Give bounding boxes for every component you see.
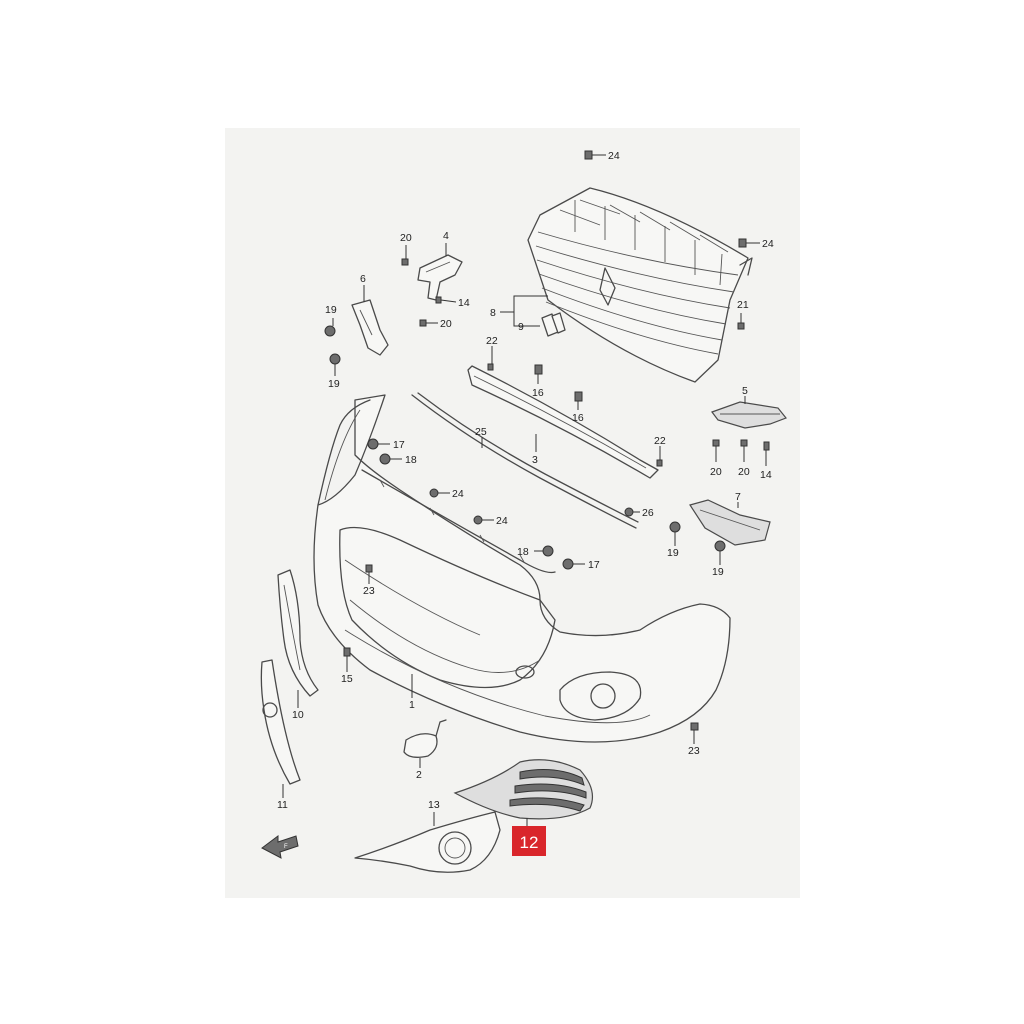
clip-18b bbox=[542, 545, 554, 557]
label-20a: 20 bbox=[400, 232, 412, 244]
bracket-5 bbox=[711, 401, 787, 429]
clip-14a bbox=[435, 296, 442, 304]
clip-16a bbox=[534, 364, 543, 375]
bolt-19a bbox=[324, 325, 336, 337]
label-2: 2 bbox=[416, 769, 422, 781]
label-23a: 23 bbox=[363, 585, 375, 597]
front-direction-arrow: F bbox=[261, 835, 299, 859]
label-22a: 22 bbox=[486, 335, 498, 347]
label-3: 3 bbox=[532, 454, 538, 466]
label-14b: 14 bbox=[760, 469, 772, 481]
clip-24a bbox=[584, 150, 593, 160]
clip-17b bbox=[562, 558, 574, 570]
clip-14b bbox=[763, 441, 770, 451]
label-8: 8 bbox=[490, 307, 496, 319]
highlight-label-12: 12 bbox=[512, 826, 546, 856]
strip-25 bbox=[411, 392, 639, 529]
tow-cover-2 bbox=[403, 719, 447, 758]
label-4: 4 bbox=[443, 230, 449, 242]
label-19c: 19 bbox=[667, 547, 679, 559]
bracket-4 bbox=[417, 254, 463, 301]
clip-20b bbox=[419, 319, 427, 327]
label-20b: 20 bbox=[440, 318, 452, 330]
clip-17a bbox=[367, 438, 379, 450]
label-6: 6 bbox=[360, 273, 366, 285]
label-5: 5 bbox=[742, 385, 748, 397]
label-11: 11 bbox=[277, 799, 288, 811]
clip-20d bbox=[740, 439, 748, 447]
label-19b: 19 bbox=[328, 378, 340, 390]
label-19d: 19 bbox=[712, 566, 724, 578]
label-18a: 18 bbox=[405, 454, 417, 466]
label-26: 26 bbox=[642, 507, 654, 519]
label-24b: 24 bbox=[762, 238, 774, 250]
highlight-text: 12 bbox=[520, 833, 539, 852]
label-19a: 19 bbox=[325, 304, 337, 316]
label-7: 7 bbox=[735, 491, 741, 503]
clip-23b bbox=[690, 722, 699, 731]
clip-15 bbox=[343, 647, 351, 657]
arrow-text: F bbox=[284, 844, 288, 850]
emblem-9 bbox=[541, 312, 566, 337]
label-20c: 20 bbox=[710, 466, 722, 478]
label-24a: 24 bbox=[608, 150, 620, 162]
clip-18a bbox=[379, 453, 391, 465]
bolt-24d bbox=[473, 515, 483, 525]
clip-16b bbox=[574, 391, 583, 402]
label-1: 1 bbox=[409, 699, 415, 711]
garnish-10 bbox=[277, 569, 319, 697]
part-labels: 24 24 21 20 4 20 14 6 19 19 8 9 22 16 16… bbox=[277, 150, 774, 811]
clip-20c bbox=[712, 439, 720, 447]
label-25: 25 bbox=[475, 426, 487, 438]
label-14a: 14 bbox=[458, 297, 470, 309]
lower-grille-12 bbox=[453, 759, 593, 820]
fasteners bbox=[324, 150, 770, 731]
leader-lines bbox=[282, 154, 767, 826]
label-17a: 17 bbox=[393, 439, 405, 451]
label-24c: 24 bbox=[452, 488, 464, 500]
label-18b: 18 bbox=[517, 546, 529, 558]
label-13: 13 bbox=[428, 799, 440, 811]
clip-24b bbox=[738, 238, 747, 248]
label-20d: 20 bbox=[738, 466, 750, 478]
label-17b: 17 bbox=[588, 559, 600, 571]
clip-23a bbox=[365, 564, 373, 573]
label-23b: 23 bbox=[688, 745, 700, 757]
label-24d: 24 bbox=[496, 515, 508, 527]
reinforcement-3 bbox=[467, 365, 659, 479]
clip-22b bbox=[656, 459, 663, 467]
bolt-24c bbox=[429, 488, 439, 498]
bolt-19d bbox=[714, 540, 726, 552]
upper-grille bbox=[527, 187, 753, 383]
label-16a: 16 bbox=[532, 387, 544, 399]
clip-21 bbox=[737, 322, 745, 330]
label-15: 15 bbox=[341, 673, 353, 685]
bolt-19b bbox=[329, 353, 341, 365]
label-22b: 22 bbox=[654, 435, 666, 447]
label-9: 9 bbox=[518, 321, 524, 333]
bolt-19c bbox=[669, 521, 681, 533]
highlight-box bbox=[512, 826, 546, 856]
bracket-6 bbox=[351, 299, 389, 356]
bracket-7 bbox=[689, 499, 771, 546]
label-10: 10 bbox=[292, 709, 304, 721]
fog-cover-13 bbox=[354, 811, 501, 873]
bumper-cover-1 bbox=[313, 394, 731, 743]
clip-22a bbox=[487, 363, 494, 371]
clip-26 bbox=[624, 507, 634, 517]
clip-20a bbox=[401, 258, 409, 266]
label-16b: 16 bbox=[572, 412, 584, 424]
garnish-11 bbox=[260, 659, 301, 785]
label-21: 21 bbox=[737, 299, 749, 311]
